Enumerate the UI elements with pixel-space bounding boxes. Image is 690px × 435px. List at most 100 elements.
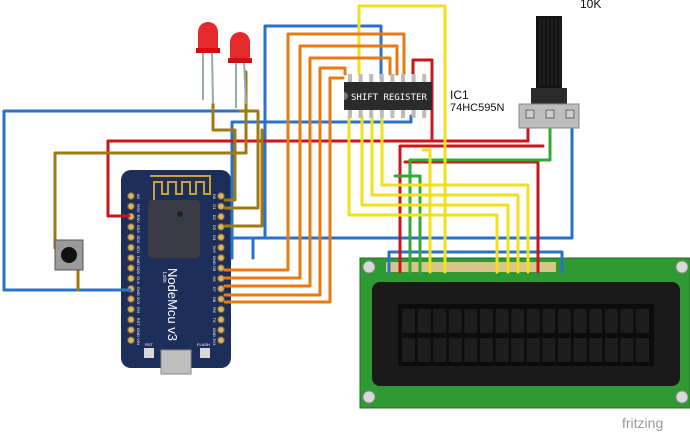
wire-red-lcd2[interactable] xyxy=(403,160,540,274)
nodemcu-pin xyxy=(217,223,225,231)
wire-brown-3[interactable] xyxy=(223,128,264,228)
ic-pin xyxy=(401,74,405,83)
nodemcu-name: NodeMcu v3 xyxy=(165,268,180,341)
lcd-cell xyxy=(480,309,493,333)
nodemcu-pin xyxy=(127,223,135,231)
nodemcu-pin-label: GND xyxy=(136,328,141,337)
lcd-cell xyxy=(511,309,525,333)
lcd-cell xyxy=(417,309,431,333)
nodemcu-pin-label: GND xyxy=(136,287,141,296)
ic-part-label: 74HC595N xyxy=(450,102,504,114)
nodemcu-pin-label: RST xyxy=(136,318,141,327)
nodemcu-pin-label: A0 xyxy=(136,194,141,200)
nodemcu-pin xyxy=(127,233,135,241)
wire-orange-1[interactable] xyxy=(223,32,406,272)
nodemcu-pin-label: D8 xyxy=(212,297,217,303)
lcd-cell xyxy=(542,309,556,333)
lcd-cell xyxy=(558,309,571,333)
wire-yellow-top[interactable] xyxy=(357,4,447,274)
lcd-cell xyxy=(573,309,587,333)
lcd-cell xyxy=(526,309,540,333)
led-2 xyxy=(228,32,252,108)
nodemcu-pin-label: CMD xyxy=(136,256,141,265)
wire-green-lcd[interactable] xyxy=(393,174,422,274)
nodemcu-pin-label: TX xyxy=(212,318,217,323)
nodemcu-pin-label: SD0 xyxy=(136,266,141,275)
wire-orange-2[interactable] xyxy=(223,44,399,280)
lcd-cell xyxy=(433,309,447,333)
wires xyxy=(2,4,574,304)
pot-value-label: 10K xyxy=(580,0,601,11)
rst-label: RST xyxy=(145,342,154,347)
rst-button[interactable] xyxy=(144,348,154,358)
ic-pin xyxy=(422,109,427,118)
lcd-character-cells xyxy=(402,309,649,362)
nodemcu-pin xyxy=(217,295,225,303)
nodemcu-pin xyxy=(217,315,225,324)
nodemcu-pin xyxy=(127,274,135,283)
ic-pin xyxy=(379,109,384,118)
lcd-cell xyxy=(604,309,618,333)
ic-pin xyxy=(369,109,374,118)
lcd-cell xyxy=(636,338,649,362)
nodemcu-pin xyxy=(127,243,135,252)
wire-red-main[interactable] xyxy=(106,139,530,218)
ic-pin xyxy=(411,74,416,83)
nodemcu-pin-label: D3 xyxy=(212,225,217,231)
ic-body-text: SHIFT REGISTER xyxy=(351,93,427,103)
wire-brown-2[interactable] xyxy=(223,109,260,210)
nodemcu-pin-label: 3V3 xyxy=(136,297,141,305)
lcd-cell xyxy=(604,338,618,362)
nodemcu-pin-label: SD3 xyxy=(136,225,141,234)
flash-label: FLASH xyxy=(197,342,210,347)
lcd-cell xyxy=(620,309,634,333)
nodemcu-pin xyxy=(217,212,225,221)
nodemcu-pin-label: D5 xyxy=(212,266,217,272)
nodemcu-pin-label: D6 xyxy=(212,276,217,282)
nodemcu-pin xyxy=(217,254,225,262)
nodemcu-pin xyxy=(217,202,225,211)
wire-orange-4[interactable] xyxy=(223,66,347,297)
wire-orange-3[interactable] xyxy=(223,56,392,288)
ic-pin xyxy=(358,109,363,118)
nodemcu-pin-label: GND xyxy=(212,256,217,265)
wire-blue-led[interactable] xyxy=(2,109,249,292)
potentiometer[interactable]: 10K xyxy=(518,0,601,129)
flash-button[interactable] xyxy=(200,348,210,358)
lcd-cell xyxy=(558,338,571,362)
nodemcu-pin xyxy=(217,326,225,334)
nodemcu-left-pins: A0RSVRSVSD3SD2SD1CMDSD0CLKGND3V3ENRSTGND… xyxy=(127,192,141,345)
ic-pin xyxy=(422,74,427,83)
nodemcu-pin xyxy=(127,254,135,262)
wire-brown-led[interactable] xyxy=(211,102,237,202)
nodemcu-pin-label: GND xyxy=(212,328,217,337)
wire-blue-pot[interactable] xyxy=(230,126,574,240)
esp-module-shield xyxy=(148,200,200,258)
fritzing-watermark: fritzing xyxy=(622,415,663,431)
lcd-cell xyxy=(433,338,447,362)
nodemcu-pin xyxy=(217,264,225,272)
wire-blue-lcd[interactable] xyxy=(387,250,564,274)
lcd-cell xyxy=(402,309,415,333)
nodemcu-pin-label: EN xyxy=(136,307,141,313)
ic-pin xyxy=(369,74,374,83)
nodemcu-sub: Lolin xyxy=(161,272,167,283)
wire-yellow-1[interactable] xyxy=(347,114,499,274)
lcd-cell xyxy=(464,309,478,333)
wire-orange-5[interactable] xyxy=(223,76,345,304)
nodemcu-pin xyxy=(217,233,225,241)
ic-pin xyxy=(411,109,416,118)
ic-pin xyxy=(379,74,384,83)
wire-yellow-2[interactable] xyxy=(360,114,510,274)
nodemcu-pin-label: D2 xyxy=(212,215,217,221)
push-button[interactable] xyxy=(54,239,84,271)
wire-red-lcd1[interactable] xyxy=(398,144,545,274)
wire-yellow-4[interactable] xyxy=(380,114,530,274)
nodemcu-pin-label: RSV xyxy=(136,215,141,224)
nodemcu-pin xyxy=(217,285,225,293)
wire-yellow-5[interactable] xyxy=(421,148,432,274)
lcd-header-pins xyxy=(386,262,556,272)
wire-yellow-3[interactable] xyxy=(370,114,520,274)
nodemcu-pin xyxy=(127,305,135,313)
